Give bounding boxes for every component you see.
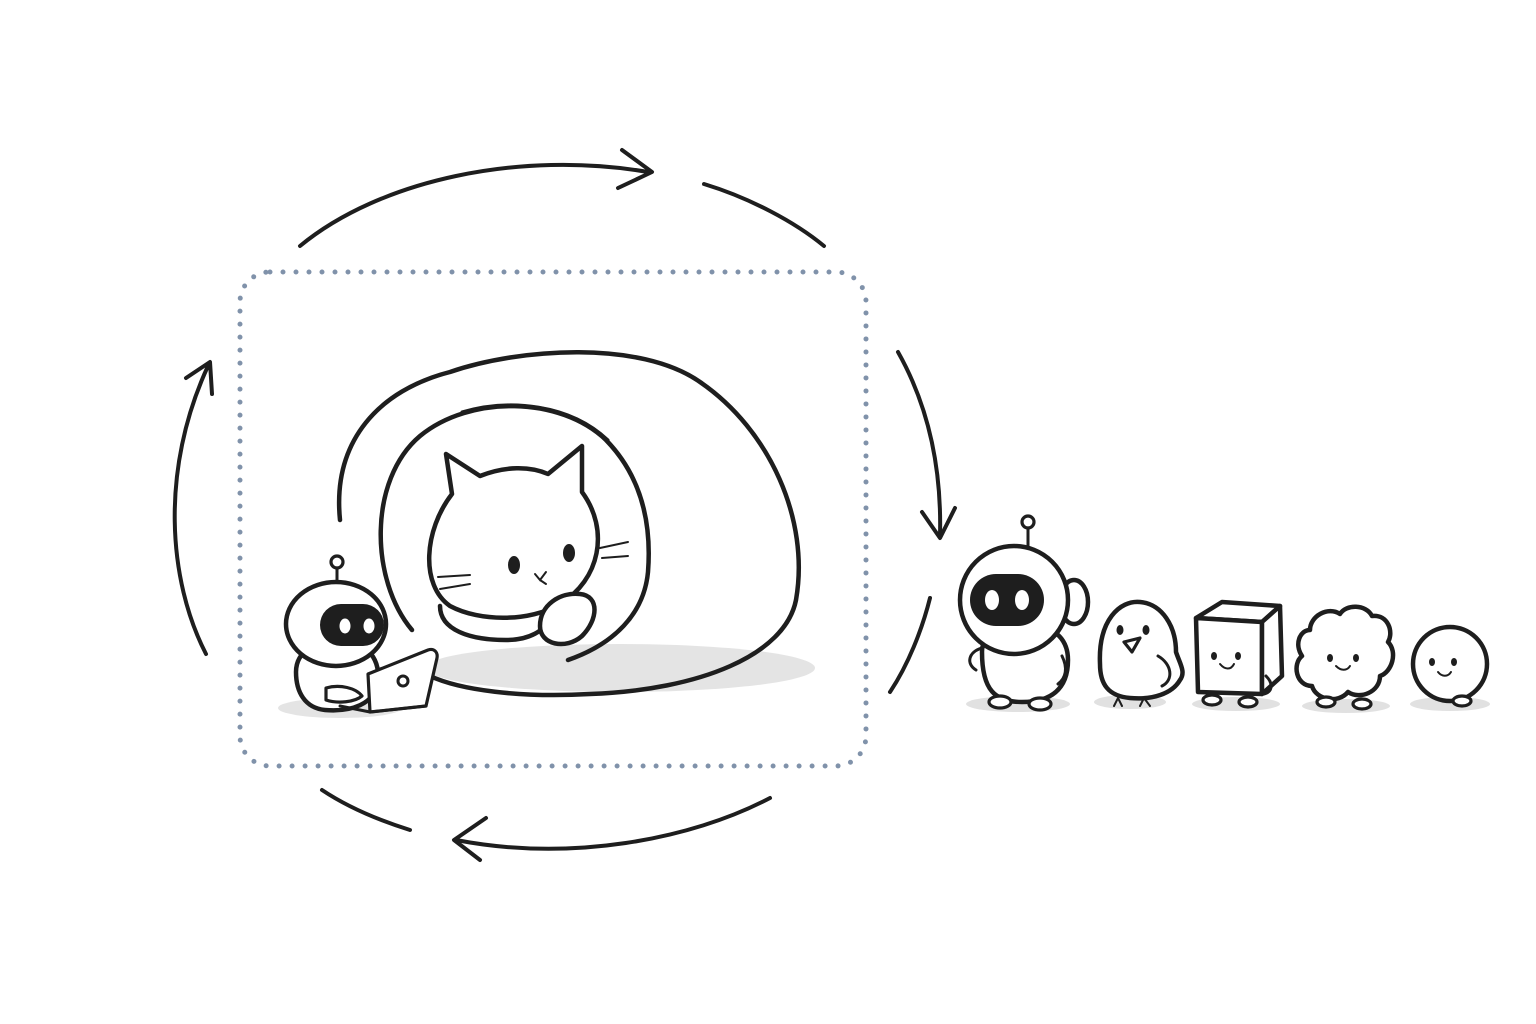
cat-mouth — [534, 571, 547, 585]
cube-eye-left — [1211, 652, 1217, 660]
laptop-base — [338, 704, 428, 714]
arc-right-lower — [888, 596, 932, 694]
robot-lineup-eye-right — [1015, 590, 1029, 610]
puff-smile — [1335, 665, 1351, 671]
dotted-rounded-frame — [237, 269, 869, 769]
cube-eye-right — [1235, 652, 1241, 660]
arrowhead-bottom — [452, 816, 488, 862]
circular-arrows-icon — [172, 148, 957, 862]
cube-icon — [1192, 599, 1285, 711]
robot-antenna-tip — [329, 554, 345, 570]
cube-foot-left — [1201, 693, 1223, 707]
chick-wing — [1156, 654, 1172, 688]
ball-body — [1410, 624, 1490, 704]
chick-body — [1097, 599, 1185, 701]
cube-foot-right — [1237, 695, 1259, 709]
chick-beak — [1122, 636, 1142, 654]
cat-cave-bed — [336, 350, 815, 698]
arrowhead-top — [616, 148, 654, 190]
cat-eye-right — [563, 544, 575, 562]
chick-feet — [1113, 697, 1151, 707]
laptop-screen — [366, 647, 439, 714]
robot-icon — [957, 514, 1091, 712]
robot-arm — [324, 684, 364, 704]
ball-smile — [1437, 671, 1452, 677]
chick-eye-left — [1116, 625, 1124, 635]
arrowhead-left — [184, 360, 214, 396]
bed-inner-rim — [460, 403, 610, 442]
cat-whiskers-left — [437, 574, 471, 590]
cat-eye-left — [508, 556, 520, 574]
ball-eye-right — [1451, 658, 1457, 666]
puff-eye-right — [1353, 654, 1359, 662]
puff-eye-left — [1327, 654, 1333, 662]
bed-shadow — [425, 644, 815, 692]
cube-side — [1259, 603, 1285, 697]
arc-bottom — [454, 796, 772, 851]
robot-lineup-foot-left — [987, 694, 1013, 710]
robot-eye-right — [363, 618, 375, 634]
robot-lineup-visor — [970, 574, 1044, 626]
puff-shadow — [1302, 699, 1390, 713]
robot-with-laptop-icon — [278, 554, 439, 718]
arc-bottom-left — [320, 788, 412, 832]
arc-top-right — [702, 182, 826, 248]
ball-foot — [1451, 694, 1473, 708]
cloud-puff-icon — [1294, 604, 1396, 713]
ball-eye-left — [1429, 658, 1435, 666]
arrowhead-right — [920, 506, 957, 540]
bed-dome — [336, 350, 801, 698]
robot-lineup-arm-left — [968, 646, 984, 672]
robot-eye-left — [339, 618, 351, 634]
arc-right — [896, 350, 943, 538]
laptop-logo — [396, 674, 410, 688]
arc-top — [298, 162, 650, 248]
character-lineup — [957, 514, 1490, 713]
robot-lineup-antenna-tip — [1020, 514, 1036, 530]
robot-lineup-arm-right — [1056, 654, 1067, 686]
chick-icon — [1094, 599, 1185, 709]
puff-foot-right — [1351, 697, 1373, 711]
cat-whiskers-right — [599, 541, 629, 559]
robot-lineup-eye-left — [985, 590, 999, 610]
puff-body — [1294, 604, 1396, 702]
robot-lineup-foot-right — [1027, 696, 1053, 712]
puff-foot-left — [1315, 695, 1337, 709]
cube-smile — [1219, 663, 1235, 670]
cat-icon — [427, 443, 629, 647]
chick-eye-right — [1142, 625, 1150, 635]
arc-left — [172, 364, 210, 656]
cube-arm — [1262, 674, 1273, 696]
cat-paw — [537, 591, 597, 647]
cube-front — [1193, 615, 1265, 697]
ball-icon — [1410, 624, 1490, 711]
robot-visor — [320, 604, 384, 646]
